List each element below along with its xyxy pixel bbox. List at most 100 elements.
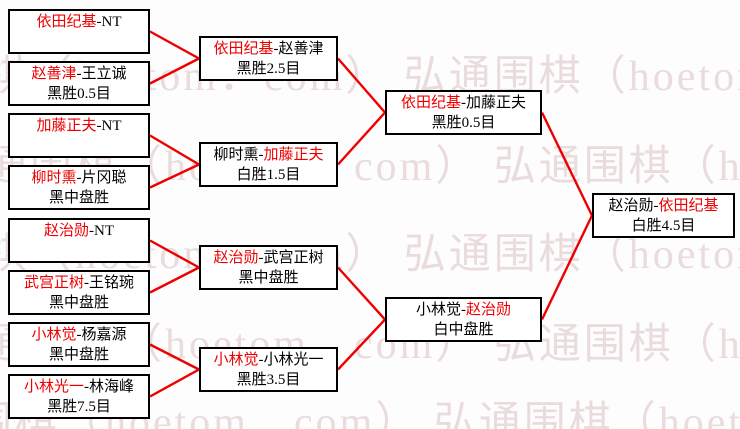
connector-line bbox=[149, 239, 200, 269]
player-name-2: NT bbox=[94, 223, 114, 239]
match-box-final: 赵治勋-依田纪基 白胜4.5目 bbox=[592, 193, 735, 238]
vs-dash: - bbox=[96, 14, 102, 30]
player-name-1: 依田纪基 bbox=[400, 95, 461, 111]
match-players: 赵善津-王立诚 bbox=[10, 64, 148, 84]
match-result: 黑中盘胜 bbox=[48, 190, 109, 206]
match-players: 依田纪基-NT bbox=[10, 12, 148, 32]
vs-dash: - bbox=[76, 66, 82, 82]
match-players: 小林光一-林海峰 bbox=[10, 377, 148, 397]
player-name-2: 加藤正夫 bbox=[263, 147, 324, 163]
vs-dash: - bbox=[461, 95, 466, 111]
vs-dash: - bbox=[76, 327, 82, 343]
connector-line bbox=[149, 266, 200, 294]
match-box-sf-2: 小林觉-赵治勋 白中盘胜 bbox=[385, 297, 542, 342]
match-result: 黑中盘胜 bbox=[48, 295, 109, 311]
match-result: 黑胜0.5目 bbox=[431, 115, 496, 131]
player-name-1: 依田纪基 bbox=[213, 41, 274, 57]
connector-line bbox=[337, 266, 386, 321]
match-players: 柳时熏-加藤正夫 bbox=[201, 145, 336, 165]
player-name-1: 武宫正树 bbox=[23, 275, 84, 291]
match-result: 黑中盘胜 bbox=[48, 347, 109, 363]
player-name-2: 加藤正夫 bbox=[466, 95, 527, 111]
player-name-1: 柳时熏 bbox=[31, 170, 77, 186]
match-box-r2-4: 小林觉-小林光一 黑胜3.5目 bbox=[199, 347, 338, 392]
match-box-r2-1: 依田纪基-赵善津 黑胜2.5目 bbox=[199, 36, 338, 81]
match-box-r1-5: 赵治勋-NT bbox=[8, 218, 150, 263]
player-name-1: 小林觉 bbox=[213, 352, 259, 368]
connector-line bbox=[337, 57, 386, 114]
vs-dash: - bbox=[76, 170, 82, 186]
connector-line bbox=[149, 134, 200, 166]
player-name-1: 赵治勋 bbox=[608, 198, 654, 214]
match-box-r1-3: 加藤正夫-NT bbox=[8, 113, 150, 158]
match-result: 黑胜0.5目 bbox=[47, 86, 111, 102]
match-result: 黑胜3.5目 bbox=[236, 372, 301, 388]
connector-line bbox=[337, 111, 386, 166]
match-players: 小林觉-赵治勋 bbox=[387, 300, 540, 320]
match-players: 柳时熏-片冈聪 bbox=[10, 168, 148, 188]
player-name-2: NT bbox=[101, 118, 122, 134]
match-players: 小林觉-杨嘉源 bbox=[10, 325, 148, 345]
connector-line bbox=[540, 111, 594, 217]
vs-dash: - bbox=[258, 250, 264, 266]
match-players: 依田纪基-赵善津 bbox=[201, 39, 336, 59]
match-result bbox=[10, 32, 148, 52]
match-result: 白胜1.5目 bbox=[236, 167, 301, 183]
match-result: 白中盘胜 bbox=[433, 322, 494, 338]
match-players: 武宫正树-王铭琬 bbox=[10, 273, 148, 293]
player-name-2: 片冈聪 bbox=[81, 170, 127, 186]
match-result: 黑中盘胜 bbox=[238, 270, 299, 286]
match-players: 赵治勋-依田纪基 bbox=[594, 196, 733, 216]
match-box-r1-6: 武宫正树-王铭琬 黑中盘胜 bbox=[8, 270, 150, 315]
player-name-2: 依田纪基 bbox=[658, 198, 719, 214]
match-result: 黑胜7.5目 bbox=[47, 399, 111, 415]
match-players: 赵治勋-武宫正树 bbox=[201, 248, 336, 268]
match-result bbox=[10, 136, 148, 156]
player-name-1: 依田纪基 bbox=[36, 14, 97, 30]
match-box-r1-1: 依田纪基-NT bbox=[8, 9, 150, 54]
player-name-2: 赵善津 bbox=[278, 41, 324, 57]
vs-dash: - bbox=[84, 379, 89, 395]
vs-dash: - bbox=[273, 41, 279, 57]
player-name-2: 武宫正树 bbox=[263, 250, 324, 266]
player-name-1: 小林光一 bbox=[23, 379, 84, 395]
vs-dash: - bbox=[258, 352, 264, 368]
player-name-2: 小林光一 bbox=[263, 352, 324, 368]
connector-line bbox=[337, 318, 386, 371]
vs-dash: - bbox=[258, 147, 264, 163]
player-name-2: NT bbox=[101, 14, 122, 30]
match-players: 小林觉-小林光一 bbox=[201, 350, 336, 370]
match-players: 依田纪基-加藤正夫 bbox=[387, 93, 540, 113]
match-box-r2-3: 赵治勋-武宫正树 黑中盘胜 bbox=[199, 245, 338, 290]
connector-line bbox=[149, 163, 200, 189]
match-box-sf-1: 依田纪基-加藤正夫 黑胜0.5目 bbox=[385, 90, 542, 135]
connector-line bbox=[540, 214, 594, 321]
player-name-1: 赵治勋 bbox=[43, 223, 89, 239]
connector-line bbox=[149, 57, 200, 85]
match-box-r1-7: 小林觉-杨嘉源 黑中盘胜 bbox=[8, 322, 150, 367]
match-result: 黑胜2.5目 bbox=[236, 61, 301, 77]
connector-line bbox=[149, 343, 200, 371]
connector-line bbox=[149, 368, 200, 398]
connector-line bbox=[149, 30, 200, 60]
match-box-r1-2: 赵善津-王立诚 黑胜0.5目 bbox=[8, 61, 150, 106]
player-name-2: 王铭琬 bbox=[89, 275, 135, 291]
match-players: 赵治勋-NT bbox=[10, 221, 148, 241]
vs-dash: - bbox=[96, 118, 102, 134]
player-name-2: 王立诚 bbox=[81, 66, 127, 82]
match-result bbox=[10, 241, 148, 261]
vs-dash: - bbox=[653, 198, 659, 214]
player-name-2: 赵治勋 bbox=[466, 302, 512, 318]
match-players: 加藤正夫-NT bbox=[10, 116, 148, 136]
player-name-1: 加藤正夫 bbox=[36, 118, 97, 134]
player-name-2: 林海峰 bbox=[89, 379, 135, 395]
player-name-1: 赵治勋 bbox=[213, 250, 259, 266]
player-name-1: 小林觉 bbox=[415, 302, 461, 318]
player-name-1: 柳时熏 bbox=[213, 147, 259, 163]
match-box-r2-2: 柳时熏-加藤正夫 白胜1.5目 bbox=[199, 142, 338, 187]
vs-dash: - bbox=[461, 302, 466, 318]
match-box-r1-8: 小林光一-林海峰 黑胜7.5目 bbox=[8, 374, 150, 419]
match-box-r1-4: 柳时熏-片冈聪 黑中盘胜 bbox=[8, 165, 150, 210]
